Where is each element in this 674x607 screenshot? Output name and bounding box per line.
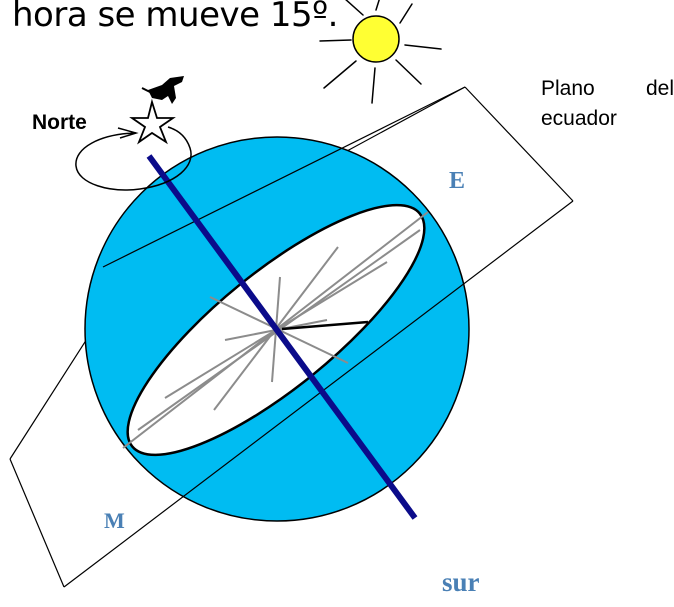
east-mark: E	[449, 168, 466, 194]
equator-plane-word1: Plano	[541, 77, 595, 100]
south-label: sur	[442, 567, 480, 597]
north-label: Norte	[32, 111, 87, 134]
rotation-arrow-icon	[75, 126, 192, 191]
bird-icon	[141, 76, 184, 104]
west-mark: M	[104, 508, 125, 533]
equator-plane-label-line1: Plano del	[541, 77, 674, 101]
equator-plane-front	[9, 86, 574, 588]
rotation-axis	[146, 154, 418, 520]
reference-hour-line	[281, 320, 369, 331]
star-icon	[129, 98, 176, 145]
equator-plane-word2: del	[645, 77, 674, 100]
header-text: hora se mueve 15º.	[12, 0, 338, 35]
equator-plane-label-line2: ecuador	[541, 107, 617, 130]
sun-icon	[319, 0, 442, 104]
